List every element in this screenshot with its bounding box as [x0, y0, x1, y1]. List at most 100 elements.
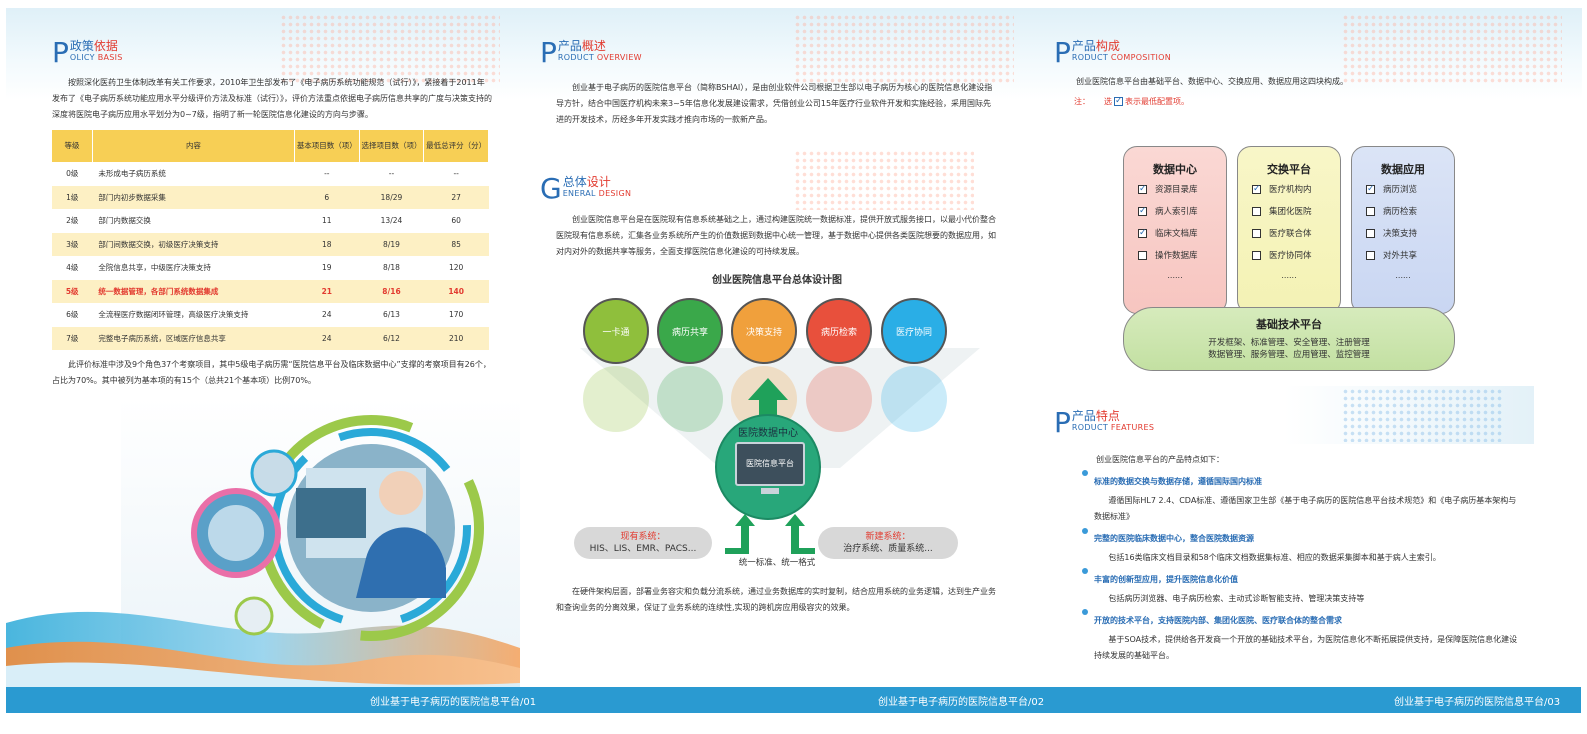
- feature-header-band: [1284, 386, 1534, 444]
- card-more: ......: [1167, 271, 1183, 280]
- base-line: 数据管理、服务管理、应用管理、监控管理: [1208, 350, 1370, 360]
- table-row: 3级 部门间数据交换，初级医疗决策支持 18 8/19 85: [52, 232, 489, 256]
- cell-score: 60: [451, 216, 461, 226]
- section-title-overview: P 产品概述 RODUCT OVERVIEW: [540, 36, 642, 69]
- title-cn: 产品: [1071, 39, 1096, 53]
- cell-content: 未形成电子病历系统: [98, 169, 166, 179]
- section-title-composition: P 产品构成 RODUCT COMPOSITION: [1054, 39, 1171, 67]
- cell-level: 5级: [52, 279, 93, 303]
- card-item: 病历检索: [1366, 205, 1417, 217]
- circle-decision-support: 决策支持: [731, 298, 797, 364]
- cell-score: --: [453, 169, 459, 179]
- title-cn-accent: 构成: [1095, 39, 1120, 53]
- feature-text: 包括病历浏览器、电子病历检索、主动式诊断智能支持、管理决策支持等: [1108, 594, 1365, 603]
- cell-level: 1级: [52, 185, 93, 209]
- cell-basic: 11: [322, 216, 332, 226]
- table-row: 7级 完整电子病历系统，区域医疗信息共享 24 6/12 210: [52, 326, 489, 350]
- circle-record-share: 病历共享: [657, 298, 723, 364]
- cell-score: 120: [448, 263, 464, 273]
- cell-content: 部门内初步数据采集: [92, 185, 295, 209]
- feature-text: 遵循国际HL7 2.4、CDA标准、遵循国家卫生部《基于电子病历的医院信息平台技…: [1094, 496, 1517, 521]
- page-product-composition: P 产品构成 RODUCT COMPOSITION 创业医院信息平台由基础平台、…: [1034, 8, 1582, 700]
- cell-level: 4级: [66, 263, 79, 273]
- cell-content: 统一数据管理，各部门系统数据集成: [92, 279, 295, 303]
- section-title-policy: P 政策依据 OLICY BASIS: [52, 39, 123, 67]
- checkbox-empty-icon: [1366, 228, 1375, 238]
- diagram-fan-background: [580, 348, 980, 468]
- title-en: RODUCT: [1071, 53, 1111, 62]
- item-label: 资源目录库: [1155, 185, 1198, 195]
- card-item: ✓医疗机构内: [1252, 183, 1312, 195]
- checkbox-checked-icon: ✓: [1114, 96, 1123, 106]
- feature-text: 包括16类临床文档目录和58个临床文档数据集标准、相应的数据采集脚本和基于病人主…: [1108, 553, 1441, 562]
- existing-systems-pill: 现有系统： HIS、LIS、EMR、PACS...: [574, 527, 712, 559]
- section-title-design: G 总体设计 ENERAL DESIGN: [540, 172, 631, 205]
- checkbox-empty-icon: [1138, 250, 1147, 260]
- checkbox-checked-icon: ✓: [1138, 183, 1147, 194]
- feature-heading: 丰富的创新型应用，提升医院信息化价值: [1094, 575, 1238, 584]
- cell-basic: 6: [294, 185, 360, 209]
- title-initial: P: [1054, 406, 1071, 439]
- title-cn: 产品: [557, 39, 582, 53]
- cell-content: 部门间数据交换，初级医疗决策支持: [92, 232, 295, 256]
- th-content: 内容: [92, 130, 295, 162]
- title-initial: P: [540, 36, 557, 69]
- base-line: 开发框架、标准管理、安全管理、注册管理: [1208, 338, 1370, 348]
- title-cn: 产品: [1071, 409, 1096, 423]
- feature-heading: 开放的技术平台，支持医院内部、集团化医院、医疗联合体的整合需求: [1094, 616, 1342, 625]
- table-row: 2级 部门内数据交换 11 13/24 60: [52, 209, 489, 233]
- card-more: ......: [1281, 271, 1297, 280]
- bullet-icon: [1082, 528, 1088, 534]
- th-optional: 选择项目数（项）: [359, 130, 425, 162]
- cell-optional: 8/19: [359, 232, 424, 256]
- checkbox-empty-icon: [1252, 250, 1261, 260]
- item-label: 医疗联合体: [1269, 229, 1312, 239]
- medical-illustration: [6, 398, 520, 694]
- up-arrow-icon: [748, 378, 788, 424]
- base-title: 基础技术平台: [1256, 318, 1322, 331]
- card-title: 数据中心: [1153, 163, 1197, 176]
- existing-title: 现有系统：: [620, 532, 666, 542]
- item-label: 病历浏览: [1383, 185, 1418, 195]
- header-band: [1034, 8, 1582, 100]
- decorative-dots: [794, 150, 974, 210]
- circle-label: 病历共享: [671, 327, 708, 338]
- cell-score: 210: [423, 326, 489, 350]
- card-item: 集团化医院: [1252, 205, 1312, 217]
- table-row-highlight: 5级 统一数据管理，各部门系统数据集成 21 8/16 140: [52, 279, 489, 303]
- card-item: 操作数据库: [1138, 249, 1198, 261]
- checkbox-empty-icon: [1252, 206, 1261, 216]
- policy-intro: 按照深化医药卫生体制改革有关工作要求，2010年卫生部发布了《电子病历系统功能规…: [52, 78, 492, 119]
- cell-optional: --: [388, 169, 395, 179]
- card-title: 数据应用: [1381, 163, 1425, 176]
- cell-score: 140: [423, 279, 489, 303]
- diagram-title: 创业医院信息平台总体设计图: [712, 275, 842, 286]
- cell-score: 170: [448, 310, 464, 320]
- item-label: 集团化医院: [1269, 207, 1312, 217]
- table-row: 1级 部门内初步数据采集 6 18/29 27: [52, 185, 489, 209]
- checkbox-checked-icon: ✓: [1252, 183, 1261, 194]
- table-header-row: 等级 内容 基本项目数（项） 选择项目数（项） 最低总评分（分）: [52, 130, 489, 162]
- page-policy-basis: P 政策依据 OLICY BASIS 按照深化医药卫生体制改革有关工作要求，20…: [6, 8, 520, 700]
- circle-label: 病历检索: [820, 327, 857, 338]
- circle-one-card: 一卡通: [583, 298, 649, 364]
- item-label: 临床文档库: [1155, 229, 1198, 239]
- title-cn: 总体: [562, 175, 587, 189]
- card-item: 决策支持: [1366, 227, 1417, 239]
- monitor-stand: [761, 488, 779, 494]
- title-en: RODUCT: [1071, 423, 1111, 432]
- footer-bar: 创业基于电子病历的医院信息平台/01 创业基于电子病历的医院信息平台/02 创业…: [6, 687, 1581, 713]
- cell-level: 6级: [66, 310, 79, 320]
- circle-label: 一卡通: [602, 327, 630, 338]
- bullet-icon: [1082, 568, 1088, 574]
- overview-text: 创业基于电子病历的医院信息平台（简称BSHAI），是由创业软件公司根据卫生部以电…: [556, 83, 993, 124]
- bullet-icon: [1082, 609, 1088, 615]
- title-cn-accent: 特点: [1095, 409, 1120, 423]
- policy-note: 此评价标准中涉及9个角色37个考察项目，其中5级电子病历需“医院信息平台及临床数…: [52, 360, 491, 385]
- cell-optional: 8/16: [359, 279, 424, 303]
- title-initial: G: [540, 172, 562, 205]
- cell-level: 7级: [52, 326, 93, 350]
- note-text: 表示最低配置项。: [1125, 97, 1189, 106]
- footer-page-2: 创业基于电子病历的医院信息平台/02: [878, 697, 1045, 708]
- features-intro: 创业医院信息平台的产品特点如下：: [1096, 455, 1224, 464]
